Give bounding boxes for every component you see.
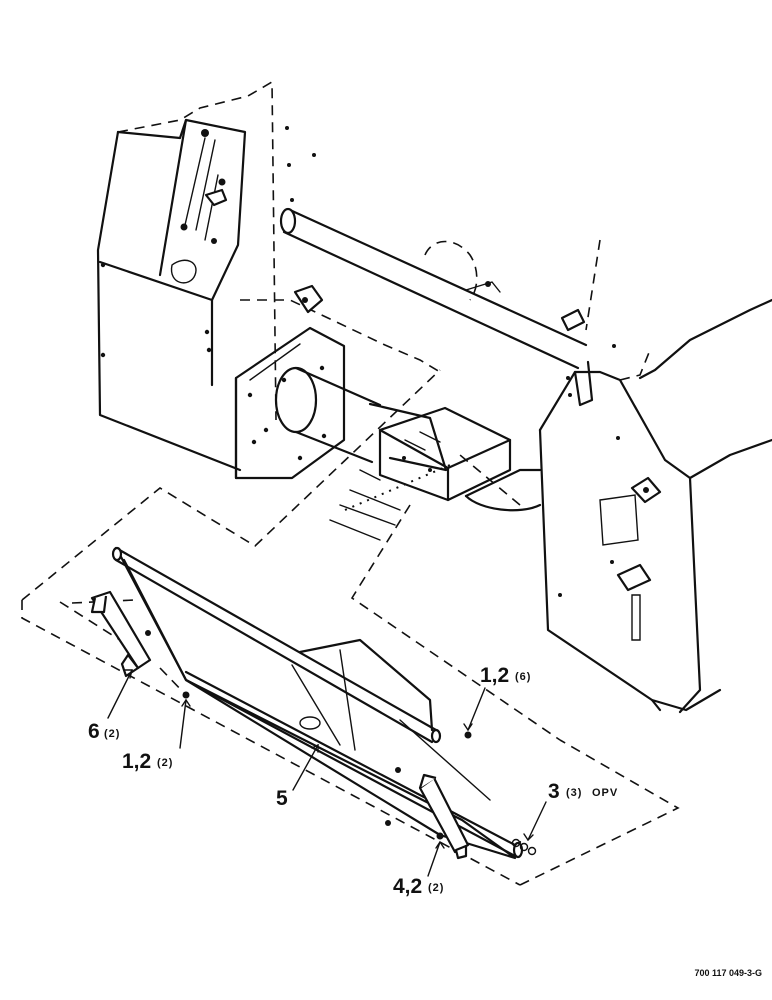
callout-qty: (2)	[157, 757, 173, 769]
callout-qty: (6)	[515, 671, 531, 683]
callout-main: 4,2	[393, 875, 422, 898]
callout-3: 3 (3) OPV	[548, 780, 618, 803]
left-side-panel	[96, 80, 316, 472]
callout-6: 6 (2)	[88, 720, 120, 743]
phantom-lines	[21, 369, 680, 886]
right-side-panel	[464, 239, 772, 714]
drawing-number: 700 117 049-3-G	[694, 968, 762, 978]
callout-main: 1,2	[122, 750, 151, 773]
callout-main: 5	[276, 787, 288, 810]
center-bracket	[329, 406, 512, 541]
callout-main: 1,2	[480, 664, 509, 687]
left-mount-plate	[234, 326, 448, 480]
cross-tube	[240, 207, 588, 373]
bolts	[182, 691, 537, 856]
callout-qty: (2)	[428, 882, 444, 894]
callout-qty: (3)	[566, 787, 582, 799]
callout-qty: (2)	[104, 728, 120, 740]
leader-lines	[107, 669, 547, 877]
shield-panel	[111, 546, 524, 860]
callout-1-2-right: 1,2 (6)	[480, 664, 531, 687]
callout-5: 5	[276, 787, 288, 810]
callout-1-2-left: 1,2 (2)	[122, 750, 173, 773]
callout-main: 6	[88, 720, 100, 743]
bracket-left	[90, 590, 152, 678]
callout-4-2: 4,2 (2)	[393, 875, 444, 898]
callout-main: 3	[548, 780, 560, 803]
callout-note: OPV	[592, 787, 618, 799]
bracket-right	[418, 773, 470, 860]
